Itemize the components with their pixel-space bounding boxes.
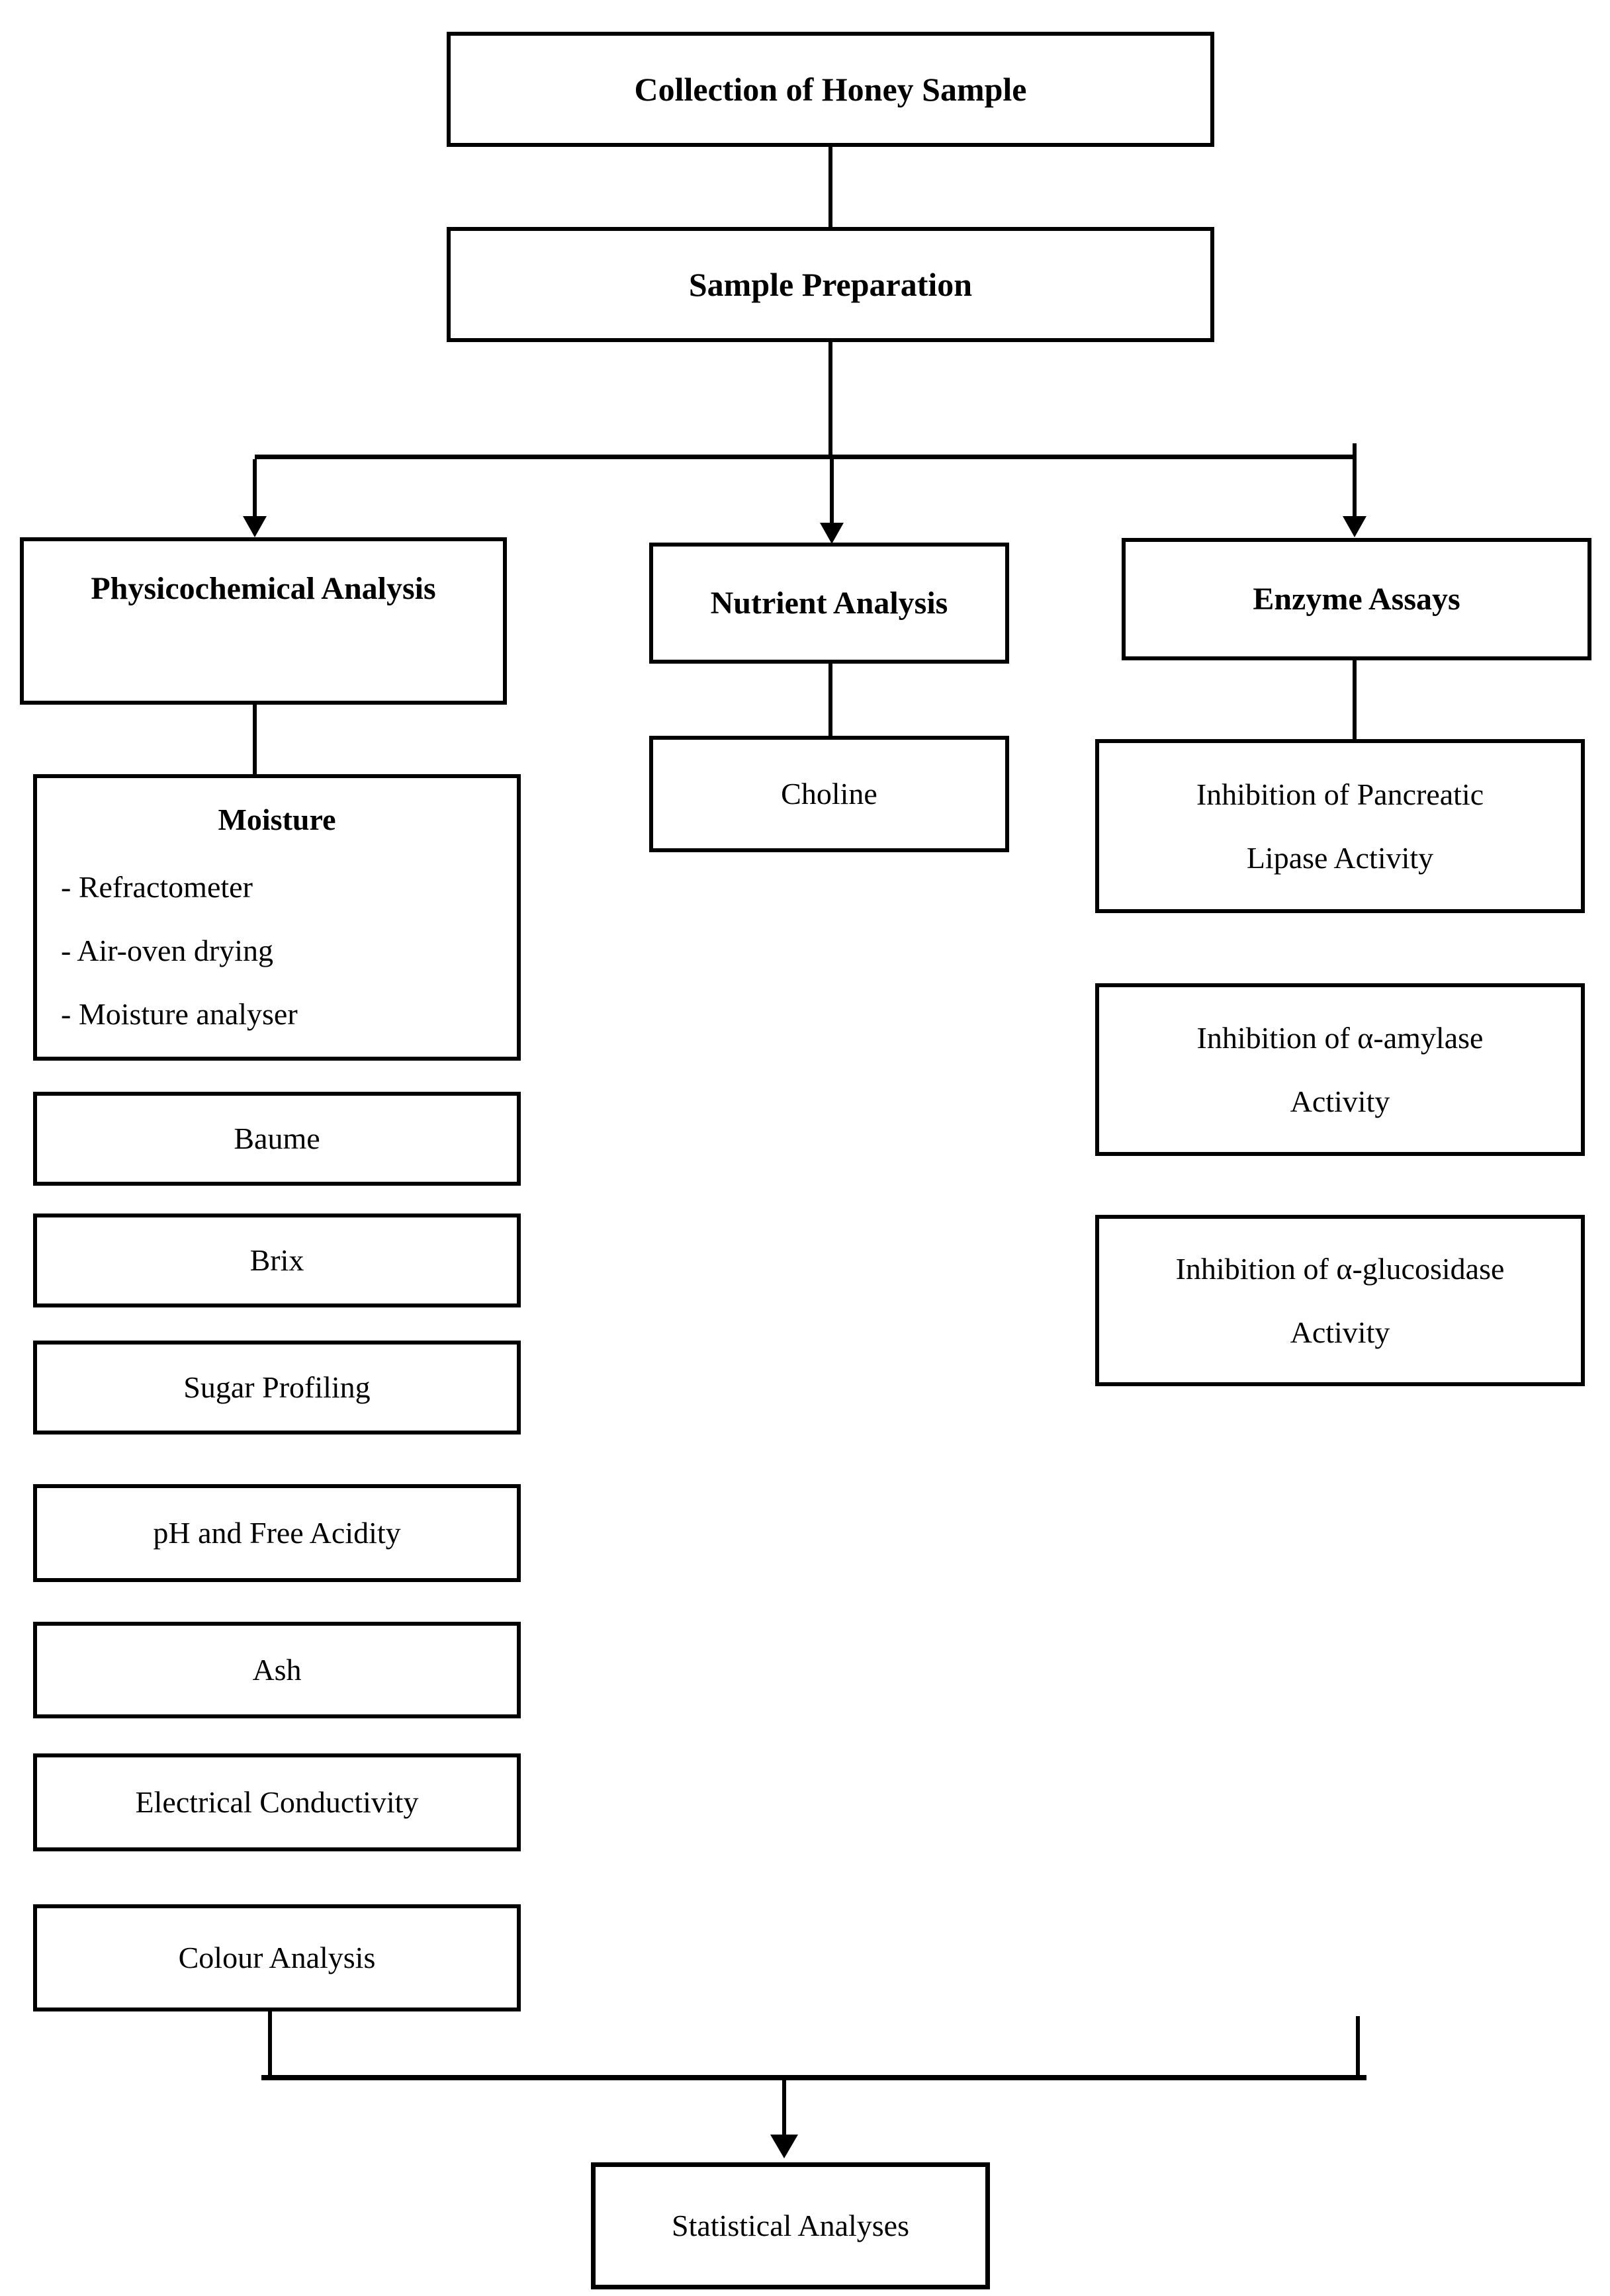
- node-label-line1: Inhibition of α-glucosidase: [1175, 1251, 1505, 1286]
- node-label: Electrical Conductivity: [135, 1785, 419, 1820]
- node-nutrient-analysis: Nutrient Analysis: [649, 543, 1009, 664]
- node-label: Baume: [234, 1122, 320, 1156]
- branch-drop-middle: [830, 459, 834, 523]
- connector-physicochemical-to-moisture: [253, 705, 257, 774]
- moisture-item-air-oven-drying: - Air-oven drying: [61, 934, 274, 967]
- node-label-line1: Inhibition of α-amylase: [1196, 1020, 1484, 1055]
- node-label: Sugar Profiling: [183, 1370, 371, 1405]
- node-sample-preparation: Sample Preparation: [447, 227, 1214, 342]
- arrowhead-statistical: [770, 2135, 798, 2158]
- connector-enzyme-column-down: [1356, 2016, 1360, 2075]
- node-label-line2: Lipase Activity: [1246, 840, 1434, 875]
- connector-collection-to-sample-preparation: [828, 147, 832, 227]
- node-label: Collection of Honey Sample: [634, 70, 1027, 108]
- moisture-title: Moisture: [218, 803, 336, 836]
- connector-colour-analysis-down: [268, 2011, 272, 2078]
- node-collection-of-honey-sample: Collection of Honey Sample: [447, 32, 1214, 147]
- node-label: Choline: [781, 777, 877, 811]
- moisture-item-refractometer: - Refractometer: [61, 870, 253, 904]
- arrowhead-left-branch: [243, 516, 267, 537]
- node-statistical-analyses: Statistical Analyses: [591, 2162, 990, 2289]
- branch-drop-right: [1353, 459, 1357, 517]
- connector-nutrient-to-choline: [828, 664, 832, 736]
- node-label: Enzyme Assays: [1253, 581, 1460, 617]
- node-ph-and-free-acidity: pH and Free Acidity: [33, 1484, 521, 1582]
- node-colour-analysis: Colour Analysis: [33, 1904, 521, 2011]
- node-enzyme-assays: Enzyme Assays: [1122, 538, 1591, 660]
- node-label-line2: Activity: [1290, 1315, 1390, 1349]
- node-electrical-conductivity: Electrical Conductivity: [33, 1753, 521, 1851]
- node-label: Brix: [249, 1243, 304, 1278]
- node-label: Ash: [252, 1653, 302, 1687]
- node-physicochemical-analysis: Physicochemical Analysis: [20, 537, 507, 705]
- branch-distribution-line: [255, 455, 1357, 459]
- node-label: Statistical Analyses: [671, 2209, 909, 2243]
- node-label: Physicochemical Analysis: [91, 571, 436, 606]
- connector-enzyme-to-lipase: [1353, 660, 1357, 739]
- branch-right-corner-stub: [1353, 443, 1357, 455]
- node-ash: Ash: [33, 1622, 521, 1718]
- node-inhibition-alpha-glucosidase: Inhibition of α-glucosidase Activity: [1095, 1215, 1585, 1386]
- moisture-item-moisture-analyser: - Moisture analyser: [61, 997, 298, 1031]
- branch-drop-left: [253, 459, 257, 517]
- arrowhead-middle-branch: [820, 523, 844, 544]
- node-label-line1: Inhibition of Pancreatic: [1196, 777, 1484, 811]
- node-brix: Brix: [33, 1214, 521, 1307]
- node-moisture: Moisture - Refractometer - Air-oven dryi…: [33, 774, 521, 1061]
- node-label: pH and Free Acidity: [153, 1516, 401, 1550]
- node-inhibition-alpha-amylase: Inhibition of α-amylase Activity: [1095, 983, 1585, 1156]
- bottom-join-line: [261, 2075, 1366, 2080]
- node-sugar-profiling: Sugar Profiling: [33, 1341, 521, 1435]
- node-label-line2: Activity: [1290, 1084, 1390, 1118]
- connector-to-statistical: [782, 2080, 786, 2136]
- connector-sample-preparation-to-branch: [828, 342, 832, 457]
- node-label: Nutrient Analysis: [710, 585, 948, 621]
- node-label: Colour Analysis: [178, 1941, 376, 1975]
- node-inhibition-pancreatic-lipase: Inhibition of Pancreatic Lipase Activity: [1095, 739, 1585, 913]
- arrowhead-right-branch: [1343, 516, 1366, 537]
- node-baume: Baume: [33, 1092, 521, 1186]
- node-label: Sample Preparation: [688, 265, 973, 303]
- node-choline: Choline: [649, 736, 1009, 852]
